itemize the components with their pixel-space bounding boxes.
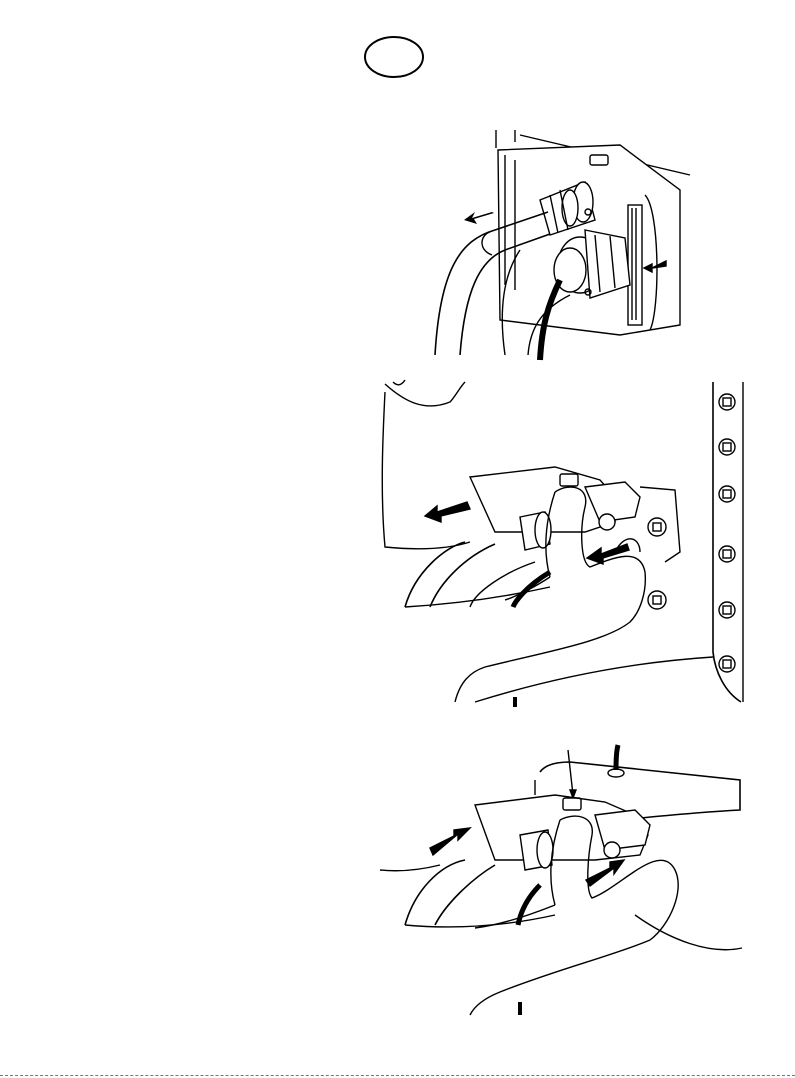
arrow-right-icon — [430, 828, 470, 855]
bolt-column — [719, 394, 735, 672]
figure-step-2 — [375, 372, 755, 712]
arrow-left-icon — [464, 212, 494, 224]
pointer-line — [568, 750, 573, 795]
language-badge — [363, 35, 425, 79]
page-bottom-rule — [0, 1075, 795, 1076]
arrow-left-icon — [425, 502, 470, 522]
figure-step-1 — [420, 120, 700, 360]
figure-step-3 — [380, 740, 745, 1015]
badge-oval — [363, 35, 425, 79]
